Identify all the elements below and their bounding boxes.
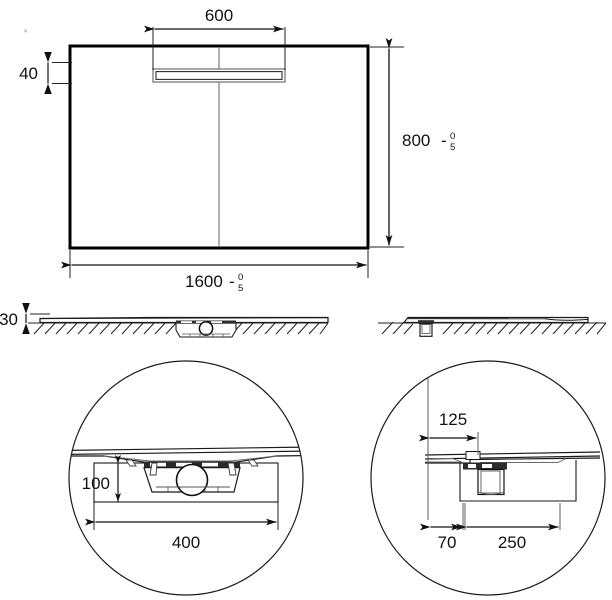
dim-70-left-margin: 70 (420, 503, 464, 552)
tray-profile-left (39, 316, 329, 324)
top-view: 600 40 800 - 0 5 (19, 6, 455, 294)
registration-speck (24, 29, 27, 33)
section-view-side (378, 316, 606, 337)
dim-1600-tol-upper: 0 (238, 272, 243, 283)
dim-100-recess-depth: 100 (82, 455, 121, 502)
dim-250-body-width: 250 (456, 503, 561, 552)
detail-left-tray-slab (69, 446, 303, 464)
dim-800-tol-lower: 5 (450, 142, 455, 153)
section-view-front: 30 (0, 303, 329, 338)
dim-70-label: 70 (438, 533, 457, 552)
dim-40-label: 40 (19, 64, 38, 83)
dim-800-tray-width: 800 - 0 5 (370, 38, 455, 248)
dim-250-label: 250 (498, 533, 526, 552)
dim-800-label: 800 (402, 131, 430, 150)
dim-1600-tray-length: 1600 - 0 5 (61, 250, 369, 294)
dim-30-tray-thickness: 30 (0, 303, 50, 334)
dim-600-channel-width: 600 (144, 6, 286, 70)
dim-100-label: 100 (82, 474, 110, 493)
dim-1600-label: 1600 (185, 272, 223, 291)
dim-600-label: 600 (205, 6, 233, 25)
detail-right-drain-trap (463, 462, 507, 496)
drain-body-right (418, 320, 434, 337)
detail-left-drain-body (125, 459, 259, 497)
drain-body-left (175, 320, 237, 338)
dim-800-sign: - (441, 131, 447, 150)
detail-left: 100 400 (68, 360, 304, 596)
detail-right-recess (459, 460, 577, 502)
dim-1600-sign: - (229, 272, 235, 291)
dim-1600-tol-lower: 5 (238, 283, 243, 294)
dim-125-edge-offset: 125 (419, 378, 479, 520)
dim-400-recess-width: 400 (85, 502, 279, 552)
detail-right-circle-boundary (370, 360, 606, 596)
dim-30-label: 30 (0, 310, 18, 329)
dim-125-label: 125 (439, 410, 467, 429)
dim-40-channel-offset: 40 (19, 52, 72, 94)
detail-left-circle-boundary (68, 360, 304, 596)
detail-right: 125 70 250 (370, 360, 606, 596)
drain-channel-grate (152, 68, 286, 83)
dim-400-label: 400 (172, 533, 200, 552)
tray-profile-right (402, 316, 589, 324)
detail-right-tray-slab (424, 451, 601, 464)
floor-hatching-right (378, 321, 606, 335)
dim-800-tol-upper: 0 (450, 131, 455, 142)
